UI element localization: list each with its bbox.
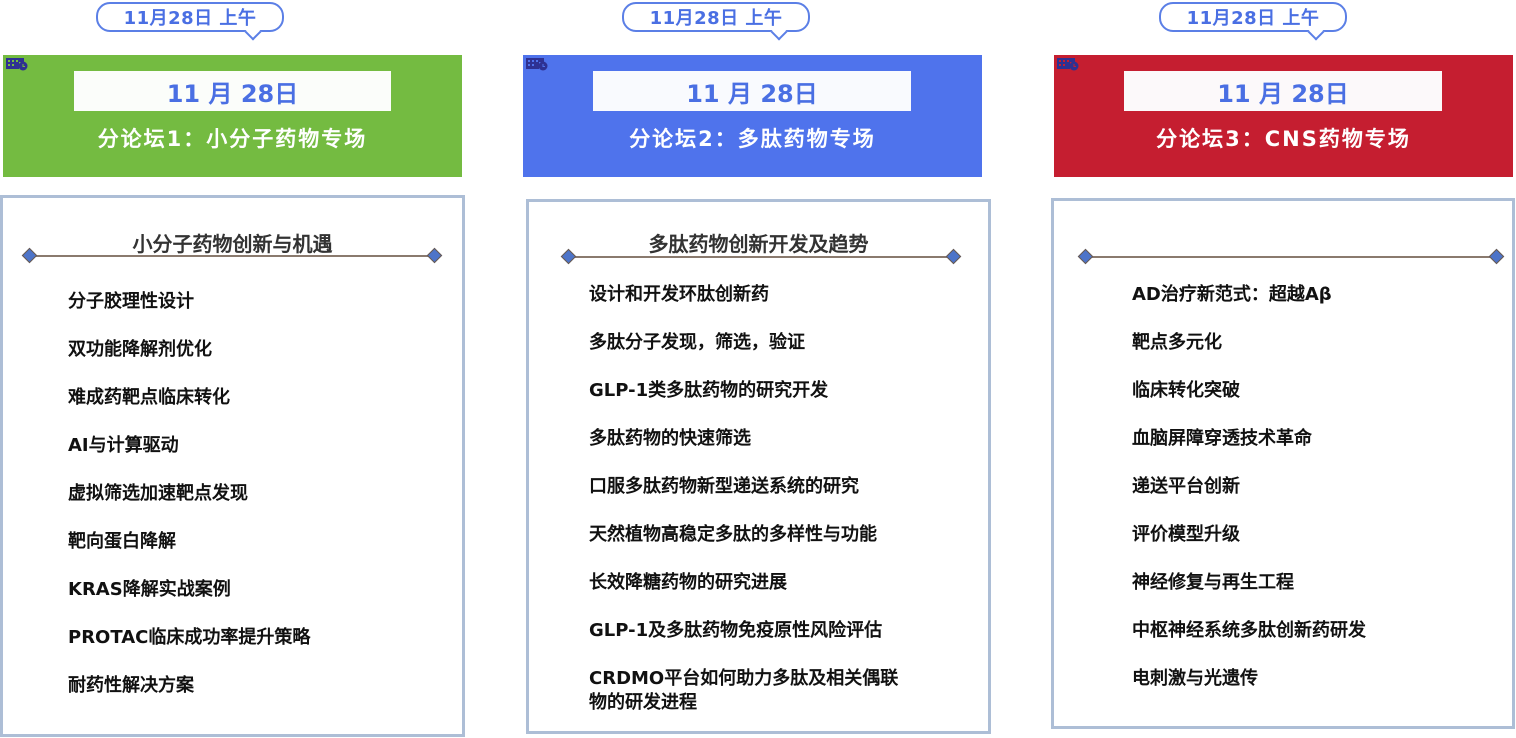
diamond-icon: [1077, 248, 1094, 265]
forum-2-header: 11 月 28日 分论坛2：多肽药物专场: [523, 55, 982, 177]
topic-item: 虚拟筛选加速靶点发现: [68, 483, 248, 504]
calendar-clock-icon: [526, 58, 548, 71]
date-box: 11 月 28日: [593, 71, 911, 111]
time-bubble-text: 11月28日 上午: [1186, 8, 1320, 29]
date-box: 11 月 28日: [1124, 71, 1442, 111]
diamond-icon: [1488, 248, 1505, 265]
topic-item: 递送平台创新: [1132, 476, 1240, 497]
topic-item: GLP-1类多肽药物的研究开发: [589, 380, 829, 401]
topic-item: GLP-1及多肽药物免疫原性风险评估: [589, 620, 883, 641]
forum-title: 分论坛2：多肽药物专场: [629, 127, 876, 151]
topic-item: 临床转化突破: [1132, 380, 1240, 401]
topic-item: 多肽药物的快速筛选: [589, 428, 751, 449]
topic-item: AI与计算驱动: [68, 435, 179, 456]
topic-item: 血脑屏障穿透技术革命: [1132, 428, 1312, 449]
topic-item: 神经修复与再生工程: [1132, 572, 1294, 593]
topic-item: CRDMO平台如何助力多肽及相关偶联 物的研发进程: [589, 668, 899, 713]
date-box: 11 月 28日: [74, 71, 391, 111]
topic-item: 设计和开发环肽创新药: [589, 284, 769, 305]
time-bubble-text: 11月28日 上午: [649, 8, 783, 29]
forum-2-topics-panel: 多肽药物创新开发及趋势 设计和开发环肽创新药 多肽分子发现，筛选，验证 GLP-…: [526, 199, 991, 734]
topic-item: 靶向蛋白降解: [68, 531, 176, 552]
forum-title: 分论坛1：小分子药物专场: [97, 127, 368, 151]
topic-item: 耐药性解决方案: [68, 675, 194, 696]
topic-item: KRAS降解实战案例: [68, 579, 231, 600]
panel-heading: 多肽药物创新开发及趋势: [648, 232, 869, 256]
date-text: 11 月 28日: [166, 79, 299, 108]
date-text: 11 月 28日: [1217, 79, 1349, 108]
topic-item: 中枢神经系统多肽创新药研发: [1132, 620, 1366, 641]
topic-item: 分子胶理性设计: [68, 291, 194, 312]
topic-item: 靶点多元化: [1132, 332, 1222, 353]
heading-divider: [21, 247, 443, 264]
calendar-clock-icon: [1057, 58, 1079, 71]
topic-item: 评价模型升级: [1132, 524, 1240, 545]
forum-title: 分论坛3：CNS药物专场: [1156, 127, 1411, 151]
time-bubble-forum-1: 11月28日 上午: [96, 2, 284, 41]
forum-3-topics-panel: AD治疗新范式：超越Aβ 靶点多元化 临床转化突破 血脑屏障穿透技术革命 递送平…: [1051, 198, 1515, 729]
time-bubble-forum-3: 11月28日 上午: [1159, 2, 1347, 41]
topic-item: PROTAC临床成功率提升策略: [68, 627, 311, 648]
topic-item: 天然植物高稳定多肽的多样性与功能: [589, 524, 877, 545]
topic-item: 难成药靶点临床转化: [68, 387, 230, 408]
calendar-clock-icon: [6, 58, 28, 71]
topic-item: 电刺激与光遗传: [1132, 668, 1258, 689]
topic-item: 双功能降解剂优化: [68, 339, 212, 360]
topic-item: 多肽分子发现，筛选，验证: [589, 332, 805, 353]
panel-heading: 小分子药物创新与机遇: [132, 232, 333, 256]
heading-divider: [1077, 248, 1505, 265]
forum-1-header: 11 月 28日 分论坛1：小分子药物专场: [3, 55, 462, 177]
forum-3-header: 11 月 28日 分论坛3：CNS药物专场: [1054, 55, 1513, 177]
topic-item: 长效降糖药物的研究进展: [589, 572, 787, 593]
topic-item: AD治疗新范式：超越Aβ: [1132, 284, 1332, 305]
date-text: 11 月 28日: [686, 79, 818, 108]
time-bubble-forum-2: 11月28日 上午: [622, 2, 810, 41]
topic-item: 口服多肽药物新型递送系统的研究: [589, 476, 859, 497]
heading-divider: [560, 248, 962, 265]
time-bubble-text: 11月28日 上午: [123, 8, 257, 29]
forum-1-topics-panel: 小分子药物创新与机遇 分子胶理性设计 双功能降解剂优化 难成药靶点临床转化 AI…: [0, 195, 465, 737]
